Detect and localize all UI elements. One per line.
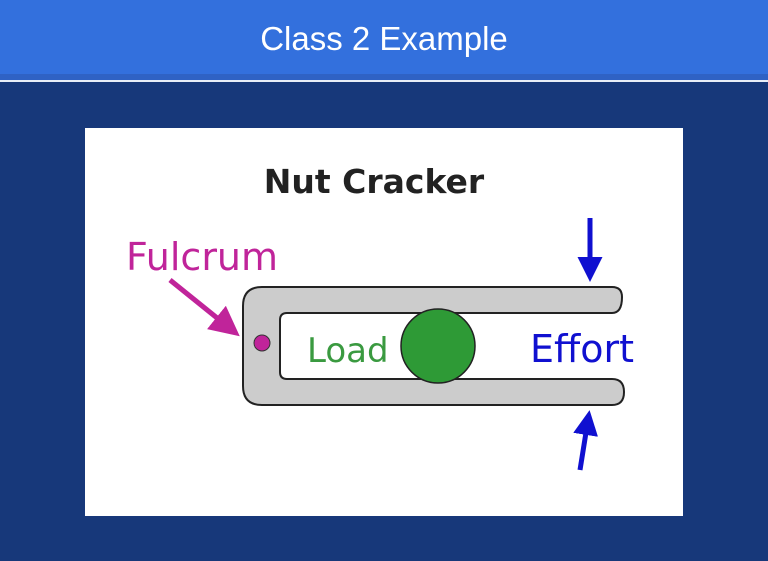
load-nut	[400, 308, 476, 384]
title-divider	[0, 80, 768, 82]
slide-title: Class 2 Example	[260, 20, 508, 57]
diagram-title: Nut Cracker	[264, 162, 485, 201]
fulcrum-label: Fulcrum	[126, 235, 278, 279]
fulcrum-arrow	[168, 278, 240, 337]
effort-arrow-bottom	[573, 410, 598, 471]
title-bar-band	[0, 74, 768, 80]
title-bar	[0, 0, 768, 74]
effort-label: Effort	[530, 327, 634, 371]
fulcrum-point	[253, 334, 271, 352]
load-label: Load	[307, 331, 389, 371]
